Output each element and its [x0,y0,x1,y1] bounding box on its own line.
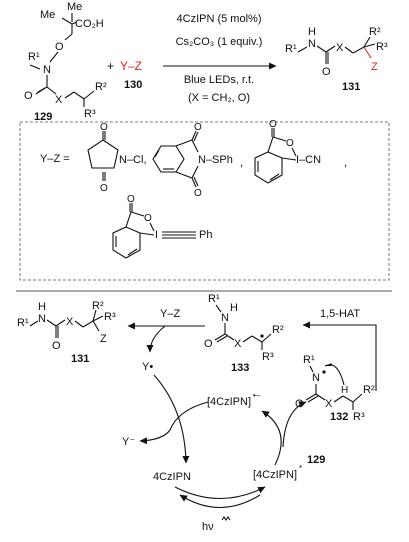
icn-o1: O [269,119,277,130]
m133-n: N [221,312,229,324]
p131-r2: R² [369,26,381,38]
arrow-anion-to-cat [153,374,190,464]
icn-o2: O [286,138,294,149]
cat-anion-sup: •– [253,391,261,400]
r129-me1: Me [40,9,55,21]
hat-label: 1,5-HAT [320,308,360,320]
intermediate-133: R¹ N H O X R² R³ 133 [204,293,284,374]
m131-h: H [38,301,46,313]
reagent-130-label: 130 [124,79,142,91]
m132-r2: R² [363,384,375,396]
ncs-o1: O [100,122,108,133]
cond-line3: Blue LEDs, r.t. [184,74,254,86]
cat-ground: 4CzIPN [153,471,191,483]
ncs-ncl: N–Cl, [119,154,147,166]
m133-o: O [204,338,213,350]
reactant-129: Me Me CO₂H O R¹ N O X R² R³ 129 [24,1,107,123]
m133-r1: R¹ [208,293,220,305]
cat-anion: [4CzIPN] [207,396,251,408]
r129-o: O [55,41,64,53]
m132-label: 132 [330,411,348,423]
mech-yminus: Y⁻ [122,436,135,448]
r129-x: X [55,94,63,106]
m133-x: X [234,338,242,350]
m132-n: N [312,372,320,384]
ncs-structure: O O N–Cl, [87,122,147,194]
nsph-o1: O [194,122,202,133]
r129-n: N [43,64,51,76]
cond-line4: (X = CH₂, O) [188,92,250,104]
arrow-to-yminus [139,401,209,445]
nsph-o2: O [194,188,202,199]
cat-excited-sup: * [299,464,302,473]
mech-129: 129 [307,454,325,466]
p131-h: H [308,26,316,38]
plus-sign: + [107,59,114,73]
yz-reagent-box [19,121,390,281]
m131-r2: R² [92,300,104,312]
mech-product-131: R¹ N H O X R² R³ Z 131 [17,300,116,365]
nsph-structure: O O N–SPh , [152,122,243,199]
m131-x: X [66,316,74,328]
m131-o: O [52,340,61,352]
ialkyne-structure: O O I Ph [112,194,212,259]
r129-co2h: CO₂H [75,18,104,30]
r129-r3: R³ [84,108,96,120]
reagent-yz: Y–Z [120,59,142,73]
mech-yz: Y–Z [160,308,180,320]
icn-text: I–CN [296,154,321,166]
cat-excited: [4CzIPN] [253,469,297,481]
arrow-129-to-132 [282,401,307,448]
m131-n: N [38,313,46,325]
m132-r1: R¹ [303,354,315,366]
m133-label: 133 [231,362,249,374]
m132-x: X [325,398,333,410]
ialk-o1: O [127,194,135,205]
cond-line1: 4CzIPN (5 mol%) [177,13,262,25]
arrow-hat [302,321,377,391]
ialk-ph: Ph [199,229,212,241]
cond-line2: Cs₂CO₃ (1 equiv.) [176,36,263,48]
arrow-excited-to-anion [261,410,282,466]
arrow-excitation [174,486,266,500]
yz-prefix: Y–Z = [40,153,70,165]
r129-o2: O [24,90,33,102]
m132-r3: R³ [353,411,365,423]
arrow-relaxation [179,494,261,509]
r129-r2: R² [95,81,107,93]
mech-ydot: Y• [142,361,153,373]
product-131: R¹ N H O X R² R³ Z 131 [285,26,388,93]
intermediate-132: R¹ N O X H R² R³ 132 [295,354,375,423]
p131-x: X [336,42,344,54]
nsph-text: N–SPh [198,154,233,166]
p131-z: Z [371,61,378,73]
nsph-comma: , [240,157,243,169]
ncs-o2: O [100,183,108,194]
m132-h: H [341,385,348,396]
r129-label: 129 [34,111,52,123]
light-squiggle [221,516,231,521]
m131-label: 131 [71,353,89,365]
ialk-i: I [155,229,158,241]
p131-n: N [308,38,316,50]
r129-r1: R¹ [28,51,40,63]
ialk-o2: O [144,213,152,224]
p131-label: 131 [342,81,360,93]
m131-z: Z [100,333,107,345]
m131-r3: R³ [104,311,116,323]
r129-me2: Me [67,1,82,13]
p131-r3: R³ [376,41,388,53]
arrow-to-ydot [146,325,166,353]
icn-structure: O O I–CN , [254,119,347,184]
m133-r3: R³ [262,351,274,363]
m133-h: H [230,302,238,314]
m131-r1: R¹ [17,317,29,329]
p131-o: O [322,66,331,78]
icn-comma: , [344,157,347,169]
p131-r1: R¹ [285,43,297,55]
mech-hv: hν [202,521,214,533]
m133-r2: R² [272,324,284,336]
